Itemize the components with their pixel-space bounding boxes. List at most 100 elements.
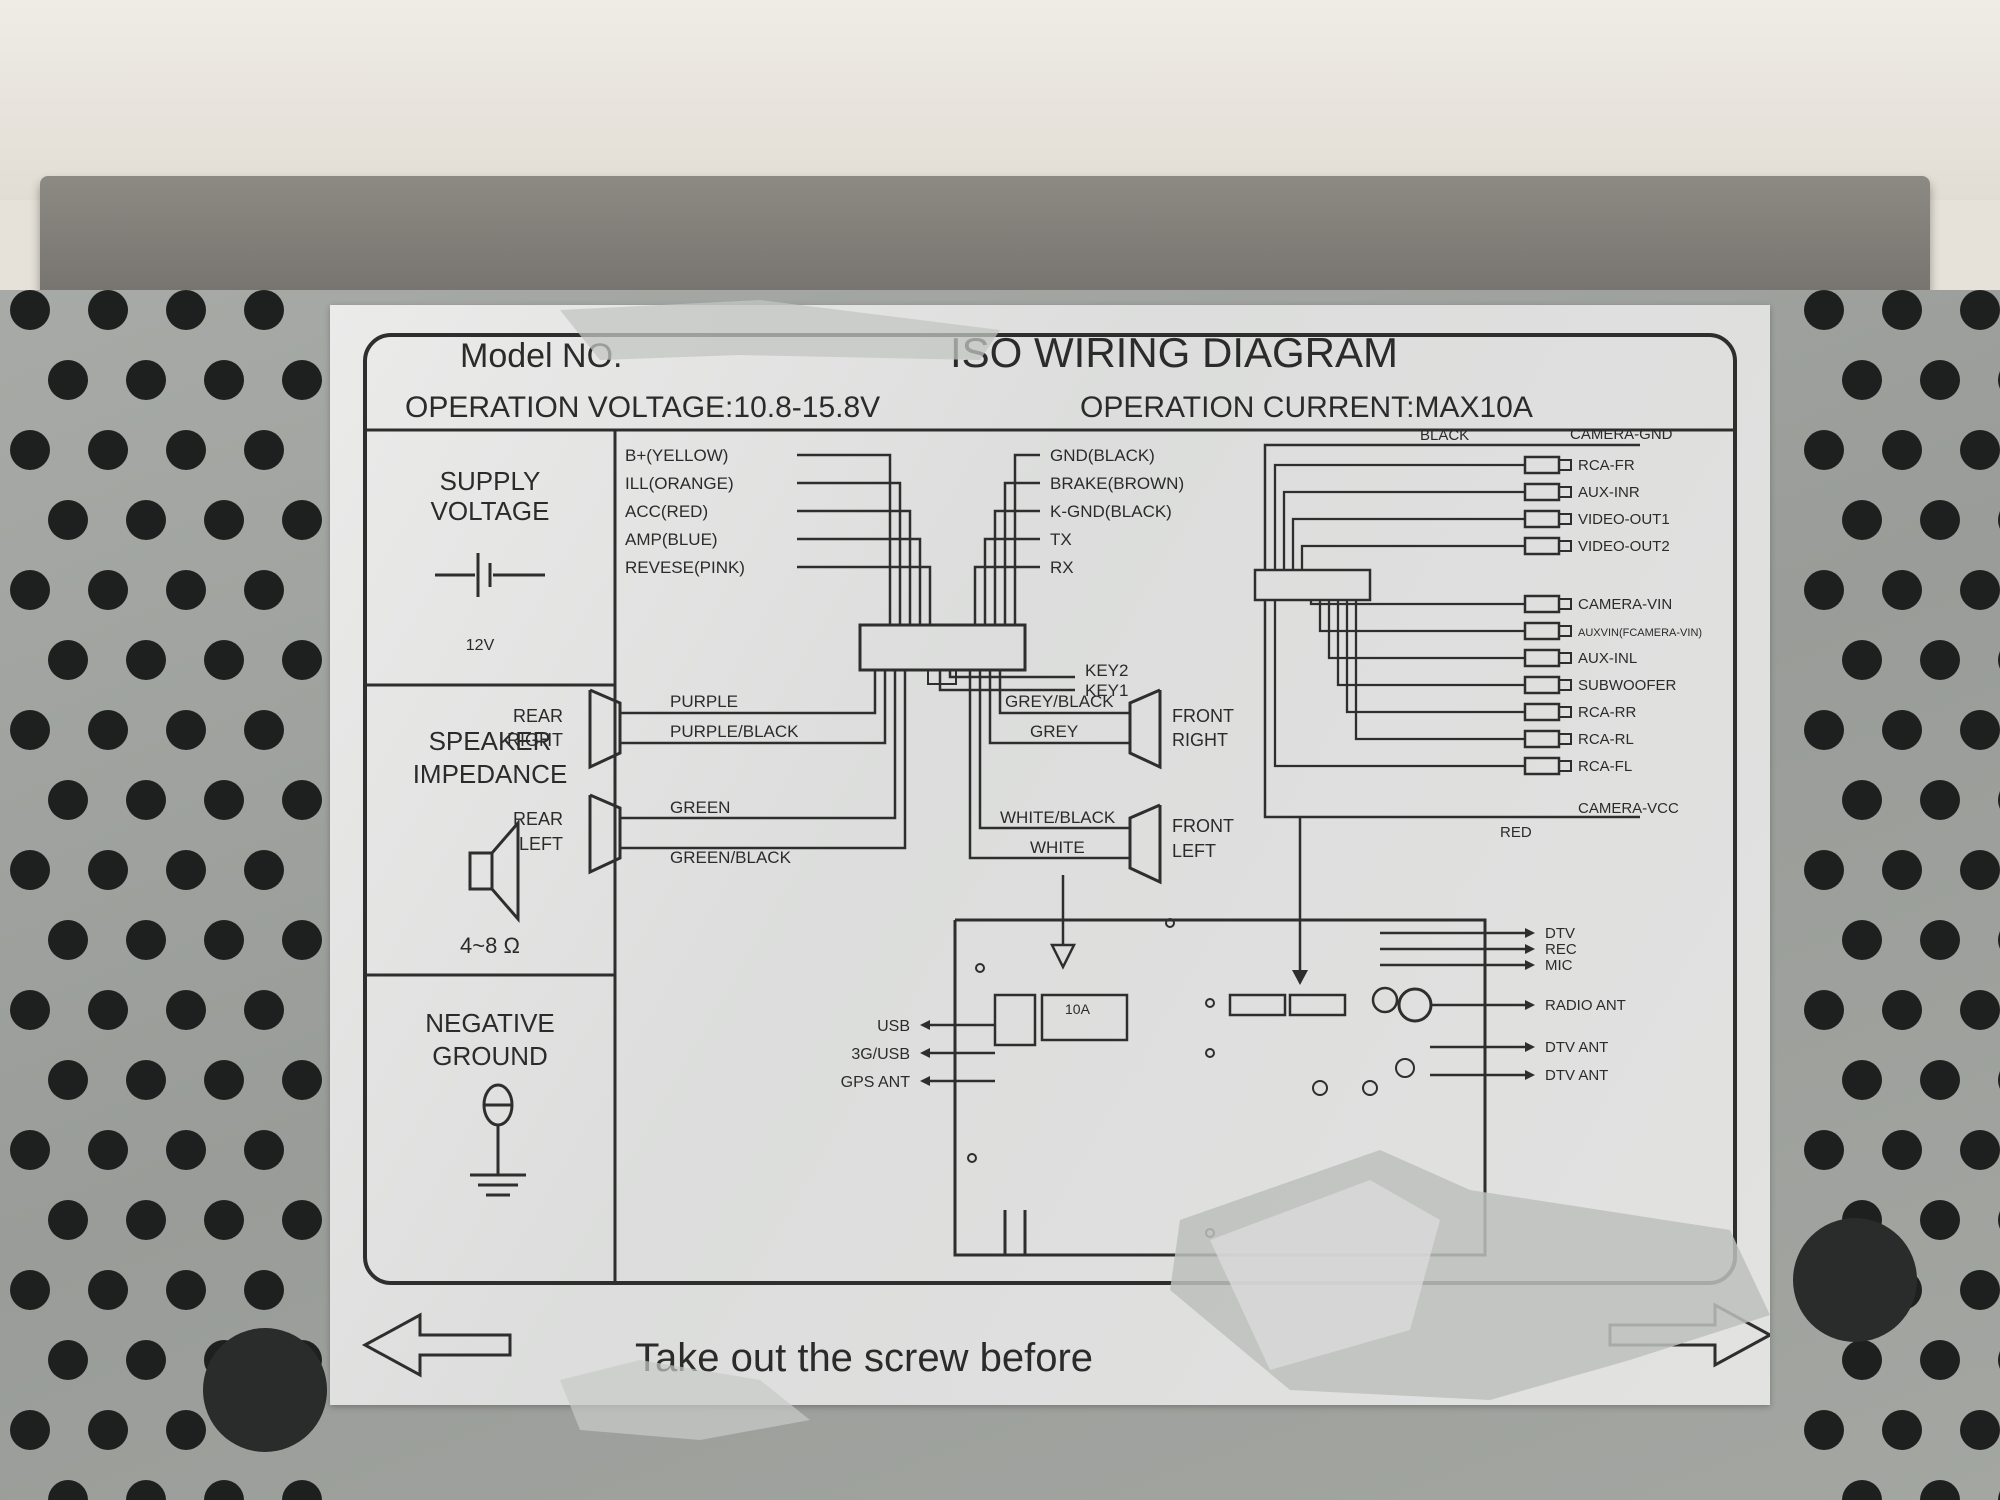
- rca-plug: [1523, 675, 1572, 695]
- vent-hole: [1842, 920, 1882, 960]
- vent-hole: [1960, 570, 2000, 610]
- vent-hole: [88, 430, 128, 470]
- fr-wire-1: GREY/BLACK: [1005, 692, 1114, 711]
- rca-harness: [1253, 443, 1640, 819]
- rca-output-label: AUXVIN(FCAMERA-VIN): [1578, 627, 1702, 639]
- vent-hole: [88, 1270, 128, 1310]
- speaker-rear-left: [588, 793, 622, 875]
- vent-hole: [1804, 850, 1844, 890]
- vent-hole: [1882, 570, 1922, 610]
- vent-hole: [126, 500, 166, 540]
- vent-hole: [244, 850, 284, 890]
- rl-wire-2: GREEN/BLACK: [670, 848, 792, 867]
- camera-vcc-label: CAMERA-VCC: [1578, 800, 1679, 817]
- rr-wire-2: PURPLE/BLACK: [670, 722, 799, 741]
- vent-hole: [1920, 1480, 1960, 1500]
- vent-hole: [244, 1270, 284, 1310]
- iso-left-wire: B+(YELLOW): [625, 446, 728, 465]
- background-wall: [0, 0, 2000, 200]
- key1-label: KEY1: [1085, 681, 1128, 700]
- vent-hole: [1842, 360, 1882, 400]
- front-left-line-1: FRONT: [1172, 816, 1234, 836]
- vent-hole: [10, 290, 50, 330]
- vent-hole: [204, 500, 244, 540]
- vent-hole: [10, 710, 50, 750]
- vent-hole: [48, 780, 88, 820]
- back-port-right: DTV ANT: [1545, 1039, 1608, 1056]
- vent-hole: [88, 290, 128, 330]
- vent-hole: [1960, 290, 2000, 330]
- rca-plug: [1523, 509, 1572, 529]
- vent-hole: [1920, 360, 1960, 400]
- vent-hole: [1842, 1340, 1882, 1380]
- mount-hole: [203, 1328, 327, 1452]
- ventilation-holes: [10, 290, 2000, 1500]
- mounting-rail: [40, 176, 1930, 294]
- back-port-right: RADIO ANT: [1545, 997, 1626, 1014]
- vent-hole: [204, 1060, 244, 1100]
- vent-hole: [1960, 850, 2000, 890]
- vent-hole: [48, 920, 88, 960]
- vent-hole: [88, 850, 128, 890]
- vent-hole: [1804, 710, 1844, 750]
- vent-hole: [10, 430, 50, 470]
- rca-plug: [1523, 729, 1572, 749]
- iso-right-wire: GND(BLACK): [1050, 446, 1155, 465]
- vent-hole: [10, 570, 50, 610]
- vent-hole: [1804, 290, 1844, 330]
- vent-hole: [166, 290, 206, 330]
- vent-hole: [10, 850, 50, 890]
- vent-hole: [282, 1060, 322, 1100]
- back-port-right: DTV ANT: [1545, 1067, 1608, 1084]
- rca-plug: [1523, 536, 1572, 556]
- rca-plug: [1523, 756, 1572, 776]
- rca-output-label: RCA-FL: [1578, 758, 1632, 775]
- front-left-line-2: LEFT: [1172, 841, 1216, 861]
- vent-hole: [282, 1480, 322, 1500]
- vent-hole: [1960, 1410, 2000, 1450]
- iso-right-wire: RX: [1050, 558, 1074, 577]
- vent-hole: [1920, 1340, 1960, 1380]
- vent-hole: [166, 1130, 206, 1170]
- vent-hole: [48, 1200, 88, 1240]
- back-port-left: GPS ANT: [841, 1074, 911, 1091]
- rear-left-line-1: REAR: [513, 809, 563, 829]
- rca-black-wire: BLACK: [1420, 427, 1469, 444]
- vent-hole: [204, 920, 244, 960]
- vent-hole: [244, 1130, 284, 1170]
- vent-hole: [1842, 1060, 1882, 1100]
- vent-hole: [88, 1130, 128, 1170]
- vent-hole: [126, 1480, 166, 1500]
- iso-right-wire: BRAKE(BROWN): [1050, 474, 1184, 493]
- rca-output-label: VIDEO-OUT2: [1578, 538, 1670, 555]
- vent-hole: [244, 430, 284, 470]
- vent-hole: [1960, 430, 2000, 470]
- vent-hole: [48, 500, 88, 540]
- rr-wire-1: PURPLE: [670, 692, 738, 711]
- vent-hole: [166, 430, 206, 470]
- torn-tape-top: [560, 300, 1000, 360]
- vent-hole: [282, 1200, 322, 1240]
- key2-label: KEY2: [1085, 661, 1128, 680]
- vent-hole: [1842, 640, 1882, 680]
- vent-hole: [1960, 710, 2000, 750]
- vent-hole: [1960, 1130, 2000, 1170]
- vent-hole: [126, 1200, 166, 1240]
- torn-tape-bottom: [560, 1360, 810, 1440]
- rca-output-label: SUBWOOFER: [1578, 677, 1677, 694]
- vent-hole: [1882, 290, 1922, 330]
- speaker-front-right: [1128, 688, 1162, 770]
- speaker-icon: [468, 818, 520, 924]
- back-port-right: REC: [1545, 941, 1577, 958]
- back-port-left: 3G/USB: [851, 1046, 910, 1063]
- vent-hole: [126, 1060, 166, 1100]
- rca-plug: [1523, 455, 1572, 475]
- vent-hole: [1960, 990, 2000, 1030]
- rca-output-label: RCA-RR: [1578, 704, 1636, 721]
- iso-left-wire: ACC(RED): [625, 502, 708, 521]
- vent-hole: [126, 640, 166, 680]
- rear-right-line-1: REAR: [513, 706, 563, 726]
- battery-icon: [435, 553, 545, 597]
- rca-output-label: RCA-FR: [1578, 457, 1635, 474]
- rca-output-label: AUX-INR: [1578, 484, 1640, 501]
